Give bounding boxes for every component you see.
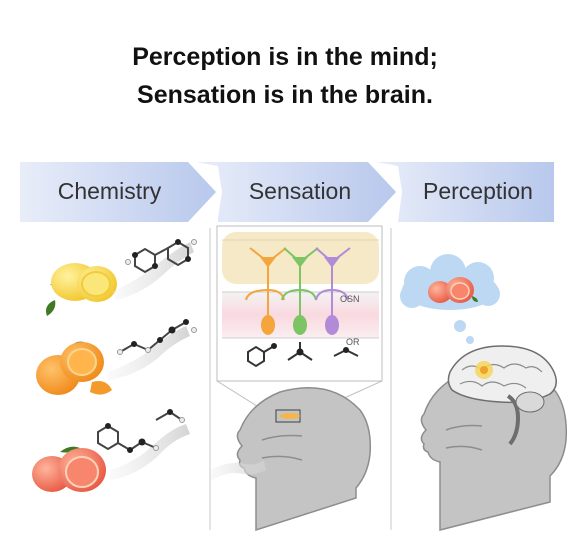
head-profile-icon [236,386,372,532]
title-line-1: Perception is in the mind; [132,43,438,71]
or-label: OR [346,337,360,347]
chevron-chemistry [20,162,216,222]
grapefruit-icon [428,277,478,303]
title-line-2: Sensation is in the brain. [137,81,433,109]
orange-icon [36,341,112,395]
chevron-sensation [196,162,396,222]
stage-banner [20,162,554,222]
lemon-icon [46,263,117,316]
stage-label-sensation: Sensation [248,178,352,204]
neuron-purple [315,247,351,335]
diagram-title: Perception is in the mind; Sensation is … [0,38,570,114]
stage-label-chemistry: Chemistry [57,178,162,204]
neuron-orange [245,247,287,335]
osn-label: OSN [340,294,360,304]
grapefruit-icon [32,446,106,492]
molecule-icon [117,319,197,355]
molecule-icon [247,342,359,368]
odor-plume-icon [110,424,190,480]
brain-icon [447,345,557,446]
molecule-icon [97,409,185,453]
chevron-perception [376,162,554,222]
molecule-icon [125,239,197,274]
stage-label-perception: Perception [423,178,533,204]
odor-plume-icon [108,326,190,380]
odor-plume-icon [210,460,266,482]
olfactory-inset: OSN OR [216,225,383,382]
odor-plume-icon [112,242,194,300]
